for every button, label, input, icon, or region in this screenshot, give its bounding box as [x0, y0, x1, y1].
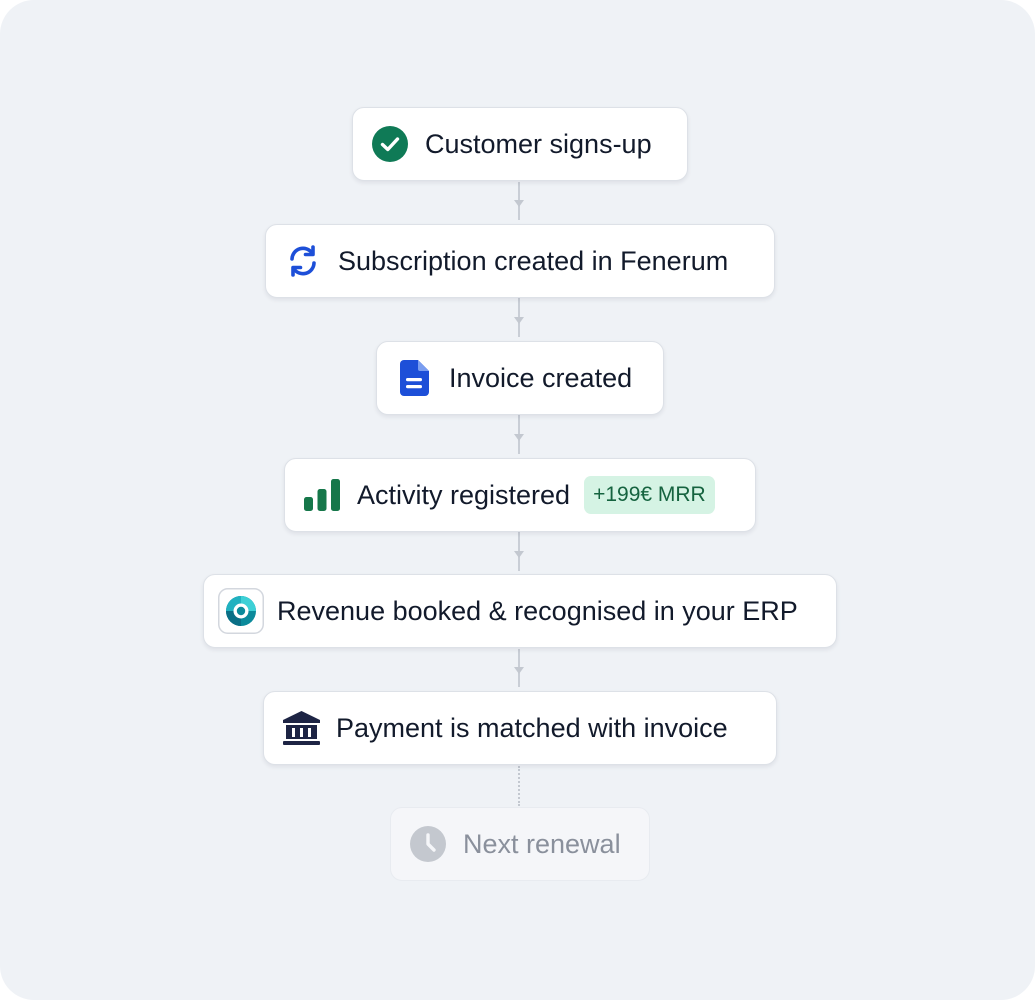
arrow-5 [514, 667, 524, 674]
sync-icon [286, 244, 320, 278]
arrow-4 [514, 551, 524, 558]
step-label: Customer signs-up [425, 128, 652, 159]
step-customer-signs-up: Customer signs-up [352, 107, 688, 181]
arrow-3 [514, 434, 524, 441]
step-next-renewal: Next renewal [390, 807, 650, 881]
step-label: Invoice created [449, 362, 633, 393]
step-activity-registered: Activity registered +199€ MRR [284, 458, 756, 532]
check-circle-icon [372, 126, 408, 162]
arrow-2 [514, 317, 524, 324]
erp-logo-icon [218, 588, 264, 634]
step-label: Revenue booked & recognised in your ERP [277, 595, 798, 626]
step-subscription-created: Subscription created in Fenerum [265, 224, 775, 298]
clock-icon [410, 826, 446, 862]
step-invoice-created: Invoice created [376, 341, 664, 415]
step-revenue-booked: Revenue booked & recognised in your ERP [203, 574, 837, 648]
bank-icon [283, 711, 320, 745]
arrow-1 [514, 200, 524, 207]
bar-chart-icon [304, 479, 340, 511]
connector-6-dotted [518, 766, 520, 806]
step-label: Activity registered [357, 479, 571, 510]
mrr-badge: +199€ MRR [584, 476, 715, 514]
step-payment-matched: Payment is matched with invoice [263, 691, 777, 765]
document-icon [400, 360, 429, 396]
step-label: Next renewal [463, 828, 621, 859]
step-label: Payment is matched with invoice [336, 712, 728, 743]
step-label: Subscription created in Fenerum [338, 245, 729, 276]
